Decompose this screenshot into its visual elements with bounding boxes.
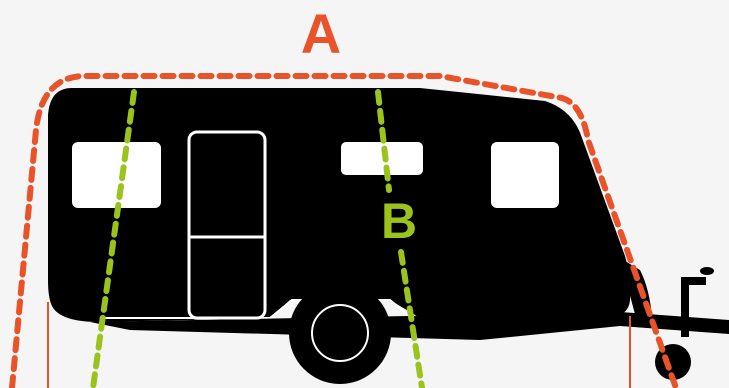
dimension-a-outline: [9, 73, 679, 388]
jockey-handle-knob: [700, 267, 714, 275]
middle-window: [341, 142, 423, 175]
dimension-b-line-rear: [90, 89, 137, 388]
dimension-b-label: B: [381, 193, 417, 249]
jockey-wheel: [655, 344, 691, 380]
caravan-body: [48, 88, 631, 322]
jockey-post: [681, 277, 689, 337]
wheel-hub: [311, 304, 369, 362]
wheel: [289, 282, 391, 384]
dimension-b-line-front-lower: [398, 249, 425, 388]
jockey-handle-bar: [684, 277, 706, 285]
dimension-a-label: A: [301, 2, 341, 65]
door: [187, 130, 267, 320]
rear-window: [72, 142, 161, 208]
front-window: [491, 142, 559, 208]
dimension-b-line-front-upper: [375, 89, 392, 193]
